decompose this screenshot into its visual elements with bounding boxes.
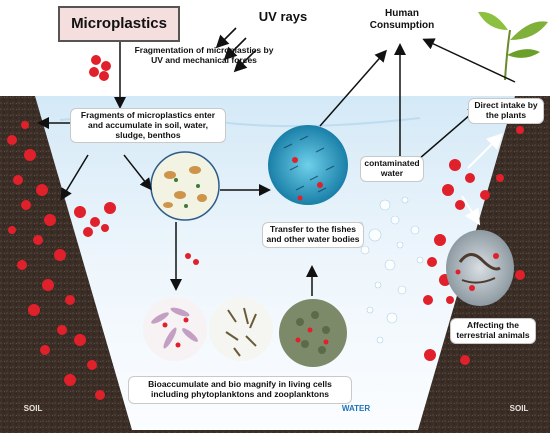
phytoplankton-image-2	[209, 297, 273, 361]
uv-arrows	[215, 27, 257, 73]
phytoplankton-image-3	[279, 299, 347, 367]
fragmentation-label: Fragmentation of microplastics by UV and…	[134, 45, 274, 65]
contaminated-water-label: contaminated water	[360, 156, 424, 182]
worm-image	[446, 230, 514, 306]
terrestrial-animals-label: Affecting the terrestrial animals	[450, 318, 536, 344]
zooplankton-image	[150, 151, 220, 221]
transfer-label: Transfer to the fishes and other water b…	[262, 222, 364, 248]
soil-right-label: SOIL	[509, 404, 529, 413]
direct-intake-label: Direct intake by the plants	[468, 98, 544, 124]
flow-arrows	[37, 38, 516, 296]
accumulation-label: Fragments of microplastics enter and acc…	[70, 108, 226, 144]
uv-rays-label: UV rays	[258, 9, 308, 24]
human-consumption-label: Human Consumption	[369, 8, 435, 31]
fish-image	[268, 125, 348, 205]
page-title: Microplastics	[58, 6, 180, 42]
soil-particles-left	[7, 121, 105, 400]
plant-image	[478, 11, 548, 81]
soil-left-label: SOIL	[23, 404, 43, 413]
soil-arrows	[461, 133, 503, 226]
water-label: WATER	[341, 404, 371, 413]
water-particles	[74, 202, 199, 265]
bioaccumulate-label: Bioaccumulate and bio magnify in living …	[128, 376, 352, 404]
title-particles	[89, 55, 111, 81]
